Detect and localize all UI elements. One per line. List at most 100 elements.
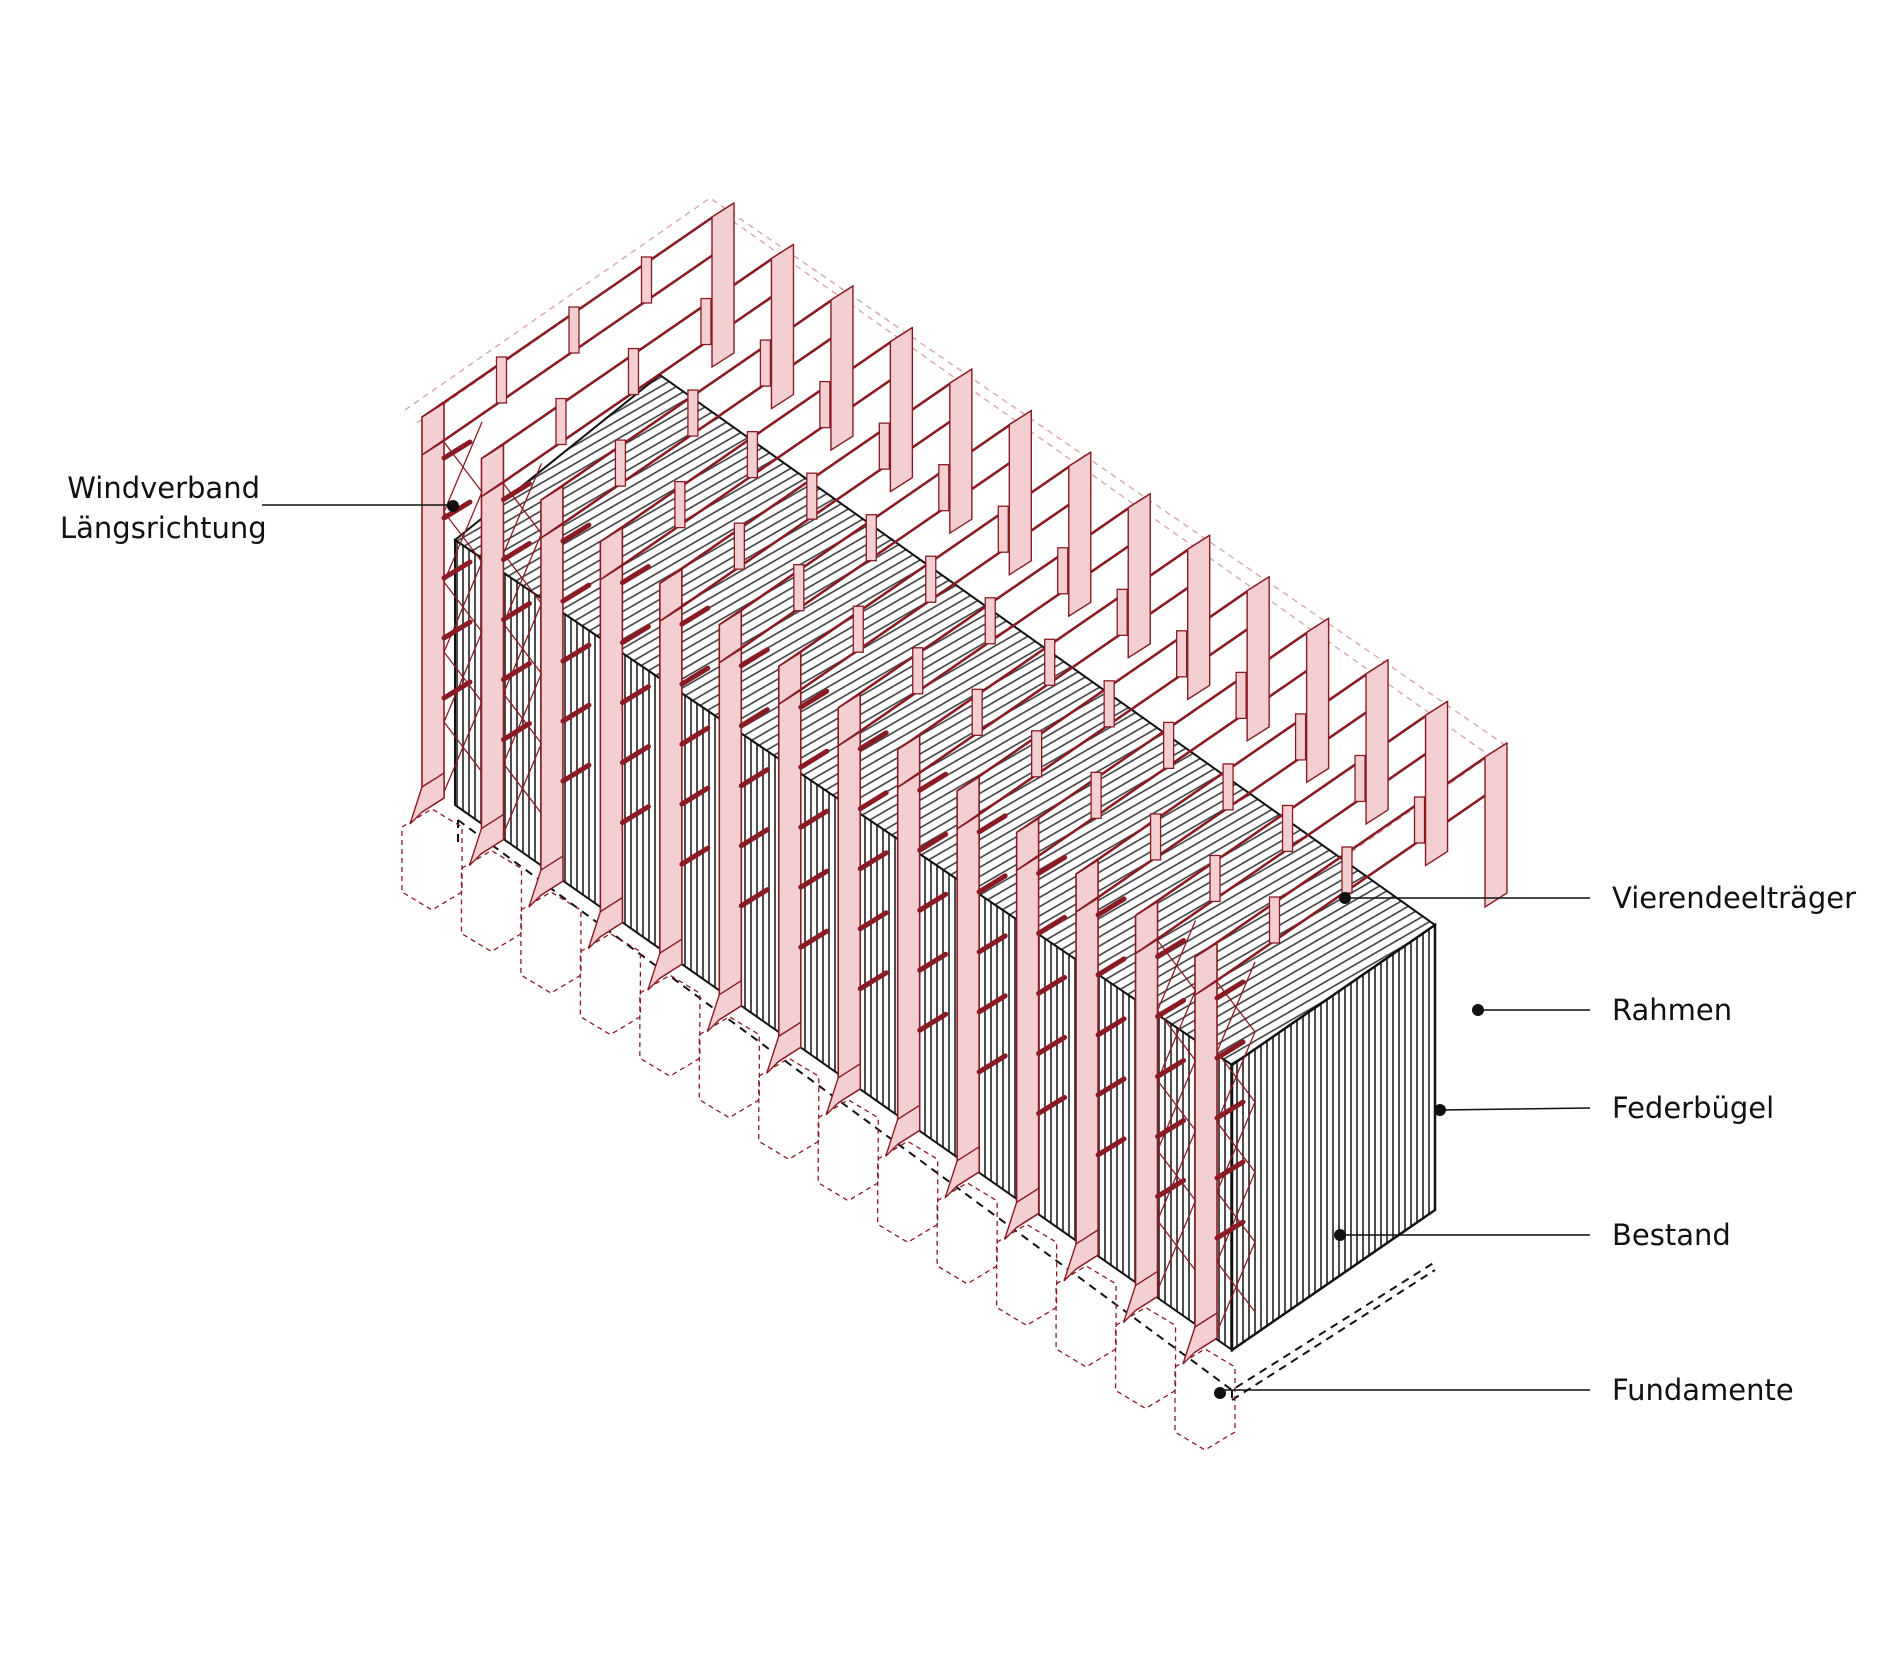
federbuegel-bracket xyxy=(619,804,651,826)
federbuegel-bracket xyxy=(798,808,830,830)
frame-column-back xyxy=(1127,492,1151,660)
frame-column-front xyxy=(896,733,921,1146)
federbuegel-bracket xyxy=(1095,1136,1127,1158)
vierendeel-post xyxy=(640,256,653,304)
frame-column-front xyxy=(837,692,862,1105)
foundation-block xyxy=(460,849,523,953)
brace-diagonal xyxy=(1216,1191,1256,1243)
vierendeel-post xyxy=(1413,796,1426,844)
federbuegel-bracket xyxy=(1214,1159,1246,1181)
federbuegel-bracket xyxy=(1095,1076,1127,1098)
frame-column-front xyxy=(777,650,802,1063)
federbuegel-bracket xyxy=(857,730,889,752)
federbuegel-bracket xyxy=(619,564,651,586)
federbuegel-bracket xyxy=(619,744,651,766)
frame-column-front xyxy=(1075,858,1099,1271)
brace-diagonal xyxy=(443,511,483,563)
vierendeel-post xyxy=(1235,671,1247,720)
frame-column-front xyxy=(718,609,743,1022)
frame-column-back xyxy=(1246,575,1270,743)
frame-column-foot xyxy=(647,937,683,991)
label-vierendeeltraeger: Vierendeelträger xyxy=(1612,881,1856,915)
federbuegel-bracket xyxy=(500,601,532,623)
brace-diagonal xyxy=(1157,1150,1197,1201)
vierendeel-post xyxy=(1281,804,1294,853)
frame-column-back xyxy=(1305,617,1330,784)
brace-diagonal xyxy=(1216,1261,1256,1313)
federbuegel-bracket xyxy=(619,684,651,706)
vierendeel-post xyxy=(912,647,924,695)
foundation-block xyxy=(758,1057,820,1160)
vierendeeltraeger-dot-icon xyxy=(1339,892,1351,904)
frame-column-front xyxy=(599,526,624,939)
frame-column-foot xyxy=(944,1145,980,1199)
federbuegel-bracket xyxy=(441,439,473,461)
foundation-block xyxy=(936,1182,998,1285)
brace-diagonal xyxy=(502,483,542,534)
foundation-block xyxy=(817,1099,879,1202)
frame-column-foot xyxy=(1063,1228,1099,1282)
federbuegel-bracket xyxy=(1095,896,1127,918)
label-federbuegel: Federbügel xyxy=(1612,1091,1775,1125)
frame-column-front xyxy=(480,443,505,855)
frame-column-foot xyxy=(587,896,624,950)
windverband-bracing xyxy=(502,463,543,834)
vierendeel-post xyxy=(759,339,772,387)
vierendeel-post xyxy=(1209,854,1221,903)
foundation-block xyxy=(520,891,582,994)
brace-diagonal xyxy=(443,581,483,633)
vierendeel-post xyxy=(793,564,805,612)
federbuegel-bracket xyxy=(679,725,711,747)
federbuegel-bracket xyxy=(1155,997,1187,1019)
vierendeel-post xyxy=(1149,813,1162,861)
federbuegel-bracket xyxy=(738,707,770,729)
label-windverband: Windverband Längsrichtung xyxy=(60,468,267,548)
vierendeel-post xyxy=(1162,721,1175,770)
vierendeel-post xyxy=(984,597,996,645)
federbuegel-bracket xyxy=(738,887,770,909)
brace-diagonal xyxy=(1216,1051,1256,1103)
vierendeel-post xyxy=(852,605,864,653)
federbuegel-bracket xyxy=(560,582,592,604)
federbuegel-bracket xyxy=(798,868,830,890)
federbuegel-bracket xyxy=(976,993,1008,1015)
frame-column-foot xyxy=(528,854,564,908)
vierendeel-post xyxy=(1341,846,1353,894)
frame-column-foot xyxy=(885,1104,921,1157)
vierendeel-post xyxy=(1044,638,1056,686)
frame-column-front xyxy=(659,567,683,980)
federbuegel-bracket xyxy=(738,647,770,669)
brace-diagonal xyxy=(1157,940,1197,991)
frame-column-foot xyxy=(706,979,743,1033)
vierendeel-post xyxy=(627,347,640,396)
building-end-facade xyxy=(1230,922,1437,1353)
federbuegel-bracket xyxy=(1214,979,1246,1001)
frame-column-back xyxy=(1008,409,1033,576)
frames-group xyxy=(401,201,1508,1451)
federbuegel-dot-icon xyxy=(1434,1104,1446,1116)
vierendeel-post xyxy=(1222,763,1234,811)
vierendeel-post xyxy=(1268,896,1281,944)
federbuegel-bracket xyxy=(441,619,473,641)
federbuegel-bracket xyxy=(857,910,889,932)
frame-column-foot xyxy=(766,1020,802,1074)
federbuegel-bracket xyxy=(500,661,532,683)
vierendeel-post xyxy=(700,297,712,346)
label-windverband-line2: Längsrichtung xyxy=(60,511,267,545)
vierendeel-post xyxy=(1354,754,1366,803)
federbuegel-bracket xyxy=(500,481,532,503)
vierendeel-post xyxy=(1103,680,1115,728)
federbuegel-bracket xyxy=(976,873,1008,895)
vierendeel-post xyxy=(1116,588,1128,636)
federbuegel-bracket xyxy=(560,642,592,664)
label-fundamente: Fundamente xyxy=(1612,1373,1794,1407)
vierendeel-post xyxy=(925,555,937,603)
brace-diagonal xyxy=(502,693,542,744)
federbuegel-bracket xyxy=(917,891,949,913)
federbuegel-bracket xyxy=(798,928,830,950)
brace-diagonal xyxy=(502,763,542,814)
vierendeel-post xyxy=(819,380,831,429)
label-bestand: Bestand xyxy=(1612,1218,1731,1252)
frame-column-front xyxy=(956,775,980,1188)
frame-column-back xyxy=(1186,534,1211,701)
